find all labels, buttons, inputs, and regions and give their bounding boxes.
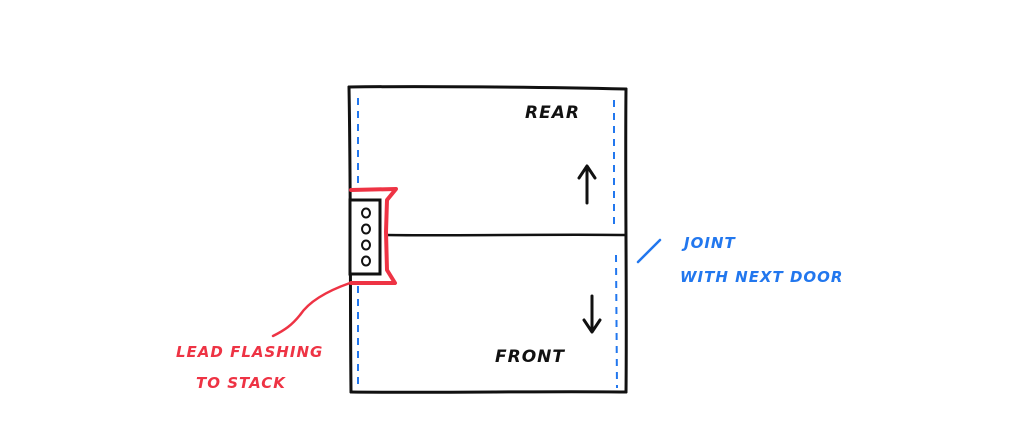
party-wall-joints [357,98,618,389]
right-joint-line [613,100,618,389]
slope-arrows [577,164,602,334]
lead-flashing-pointer [271,281,352,338]
roof-top-edge [347,85,628,91]
roof-outline [347,85,628,394]
lead-flashing-label-line2: TO STACK [196,374,286,392]
arrow-up-icon [577,164,597,205]
joint-label-line1: JOINT [681,234,736,252]
lead-flashing-label-line1: LEAD FLASHING [176,343,323,361]
rear-label: REAR [525,103,580,123]
roof-bottom-edge [349,390,628,394]
roof-right-edge [624,87,628,394]
chimney-pot [361,223,371,235]
stack-outline [348,198,382,276]
chimney-pot [361,207,371,219]
roof-ridge-line [384,233,627,237]
chimney-pot [361,255,371,267]
arrow-down-icon [582,294,602,334]
joint-pointer [636,238,662,264]
chimney-stack [348,198,382,276]
chimney-pot [361,239,371,251]
joint-label-line2: WITH NEXT DOOR [680,268,843,286]
lead-flashing [349,187,398,285]
front-label: FRONT [495,347,565,367]
